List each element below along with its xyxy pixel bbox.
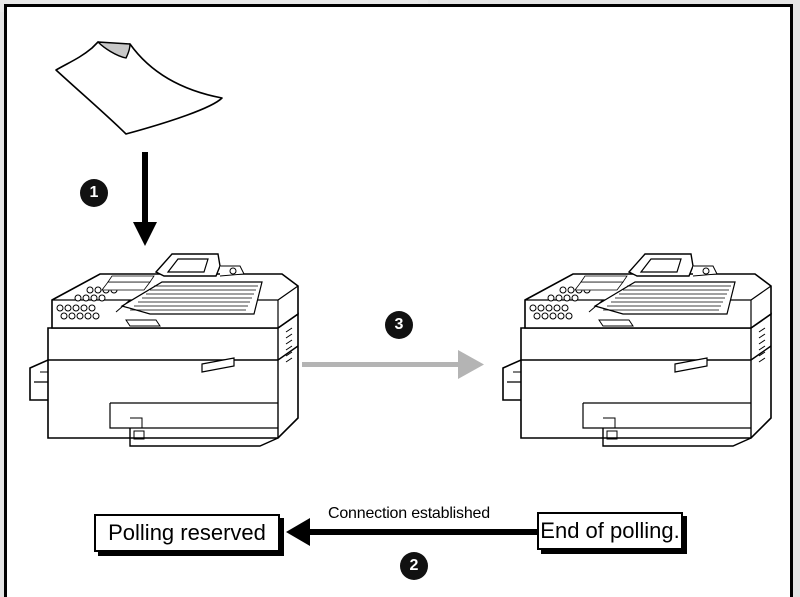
- step-2-badge: 2: [400, 552, 428, 580]
- connection-established-text: Connection established: [328, 505, 490, 522]
- polling-reserved-label: Polling reserved: [94, 514, 280, 552]
- left-arrow-icon: [286, 518, 538, 546]
- document-icon: [55, 41, 223, 135]
- step-1-badge: 1: [80, 179, 108, 207]
- fax-machine-left: [29, 253, 299, 447]
- step-3-badge: 3: [385, 311, 413, 339]
- fax-machine-right: [502, 253, 772, 447]
- end-of-polling-label: End of polling.: [537, 512, 683, 550]
- down-arrow-icon: [133, 152, 157, 246]
- gray-arrow-icon: [302, 350, 484, 379]
